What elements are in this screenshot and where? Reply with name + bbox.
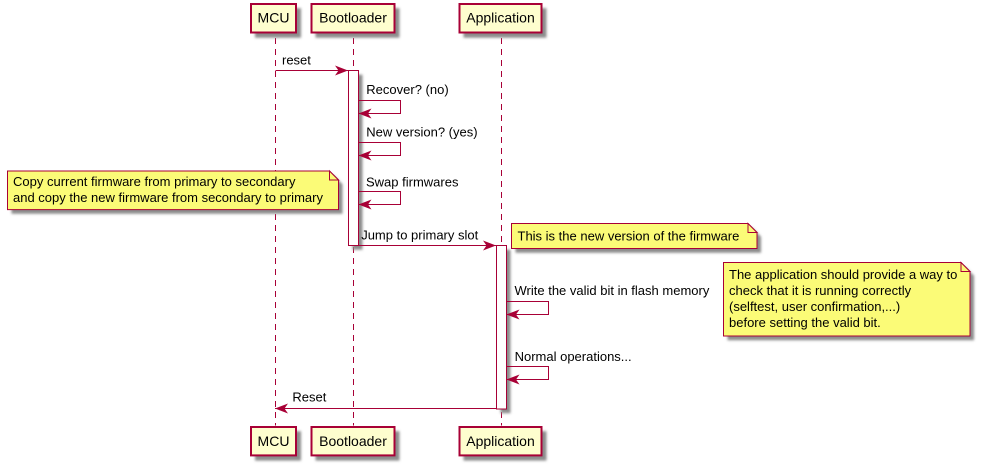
svg-text:This is the new version of the: This is the new version of the firmware bbox=[518, 229, 740, 244]
svg-text:New version? (yes): New version? (yes) bbox=[366, 125, 477, 140]
svg-text:before setting the valid bit.: before setting the valid bit. bbox=[729, 315, 881, 330]
svg-text:Normal operations...: Normal operations... bbox=[515, 349, 632, 364]
svg-text:Recover? (no): Recover? (no) bbox=[366, 82, 448, 97]
svg-text:Swap firmwares: Swap firmwares bbox=[366, 175, 459, 190]
svg-text:reset: reset bbox=[282, 53, 311, 68]
svg-text:Write the valid bit in flash m: Write the valid bit in flash memory bbox=[515, 283, 710, 298]
svg-text:Jump to primary slot: Jump to primary slot bbox=[361, 227, 478, 242]
svg-text:and copy the new firmware from: and copy the new firmware from secondary… bbox=[13, 190, 323, 205]
svg-text:Copy current firmware from pri: Copy current firmware from primary to se… bbox=[13, 174, 296, 189]
svg-text:Application: Application bbox=[466, 10, 535, 26]
svg-text:MCU: MCU bbox=[258, 10, 290, 26]
svg-text:The application should provide: The application should provide a way to bbox=[729, 267, 957, 282]
svg-text:Reset: Reset bbox=[292, 390, 326, 405]
svg-text:MCU: MCU bbox=[258, 433, 290, 449]
svg-text:(selftest, user confirmation,.: (selftest, user confirmation,...) bbox=[729, 299, 900, 314]
svg-text:Bootloader: Bootloader bbox=[319, 433, 387, 449]
svg-text:Application: Application bbox=[466, 433, 535, 449]
svg-text:check that it is running corre: check that it is running correctly bbox=[729, 283, 912, 298]
svg-text:Bootloader: Bootloader bbox=[319, 10, 387, 26]
